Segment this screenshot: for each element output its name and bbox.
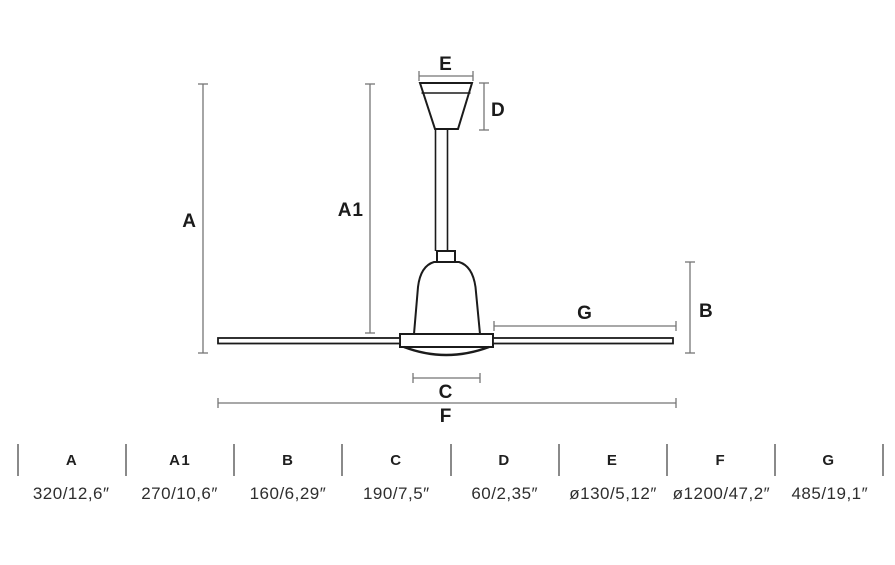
label-G: G — [577, 303, 593, 324]
label-A1: A1 — [338, 200, 364, 221]
rod-coupling — [436, 250, 456, 263]
fan-line-drawing: A A1 B C D E F G — [182, 54, 714, 427]
canopy-shape — [418, 82, 474, 130]
dim-line-B — [685, 261, 695, 354]
dimension-table-value-row: 320/12,6″ 270/10,6″ 160/6,29″ 190/7,5″ 6… — [17, 484, 884, 504]
dim-line-E — [418, 71, 474, 81]
motor-housing — [413, 261, 481, 335]
dim-line-A1 — [365, 83, 375, 334]
label-E: E — [439, 54, 453, 75]
table-header-G: G — [773, 444, 882, 476]
table-value-B: 160/6,29″ — [249, 484, 327, 503]
table-value-E: ø130/5,12″ — [569, 484, 657, 503]
dimension-table: A A1 B C D E F G 320/12,6″ 270/10,6″ 160… — [17, 444, 884, 504]
table-value-F: ø1200/47,2″ — [672, 484, 771, 503]
label-D: D — [491, 100, 506, 121]
right-blade — [492, 337, 674, 345]
table-header-E: E — [557, 444, 666, 476]
blade-mount-plate — [399, 333, 494, 348]
label-B: B — [699, 301, 714, 322]
dim-line-D — [479, 82, 489, 131]
dimension-table-header-row: A A1 B C D E F G — [17, 444, 884, 476]
table-value-A1: 270/10,6″ — [141, 484, 218, 503]
dim-line-G — [493, 321, 677, 331]
dim-line-F — [217, 398, 677, 408]
table-header-C: C — [341, 444, 449, 476]
dimension-labels: A A1 B C D E F G — [182, 54, 714, 427]
dim-line-A — [198, 83, 208, 354]
left-blade — [217, 337, 401, 345]
label-A: A — [182, 211, 197, 232]
dim-line-C — [412, 373, 481, 383]
table-value-A: 320/12,6″ — [32, 484, 110, 503]
dimension-lines — [198, 71, 695, 408]
table-header-A1: A1 — [125, 444, 233, 476]
table-value-D: 60/2,35″ — [471, 484, 539, 503]
label-F: F — [440, 406, 453, 427]
table-header-B: B — [233, 444, 341, 476]
table-header-D: D — [449, 444, 558, 476]
bottom-dome — [403, 345, 490, 357]
table-value-C: 190/7,5″ — [362, 484, 430, 503]
table-header-A: A — [17, 444, 125, 476]
fan-drawing — [217, 82, 674, 357]
table-header-F: F — [665, 444, 774, 476]
label-C: C — [439, 382, 454, 403]
table-value-G: 485/19,1″ — [791, 484, 869, 503]
